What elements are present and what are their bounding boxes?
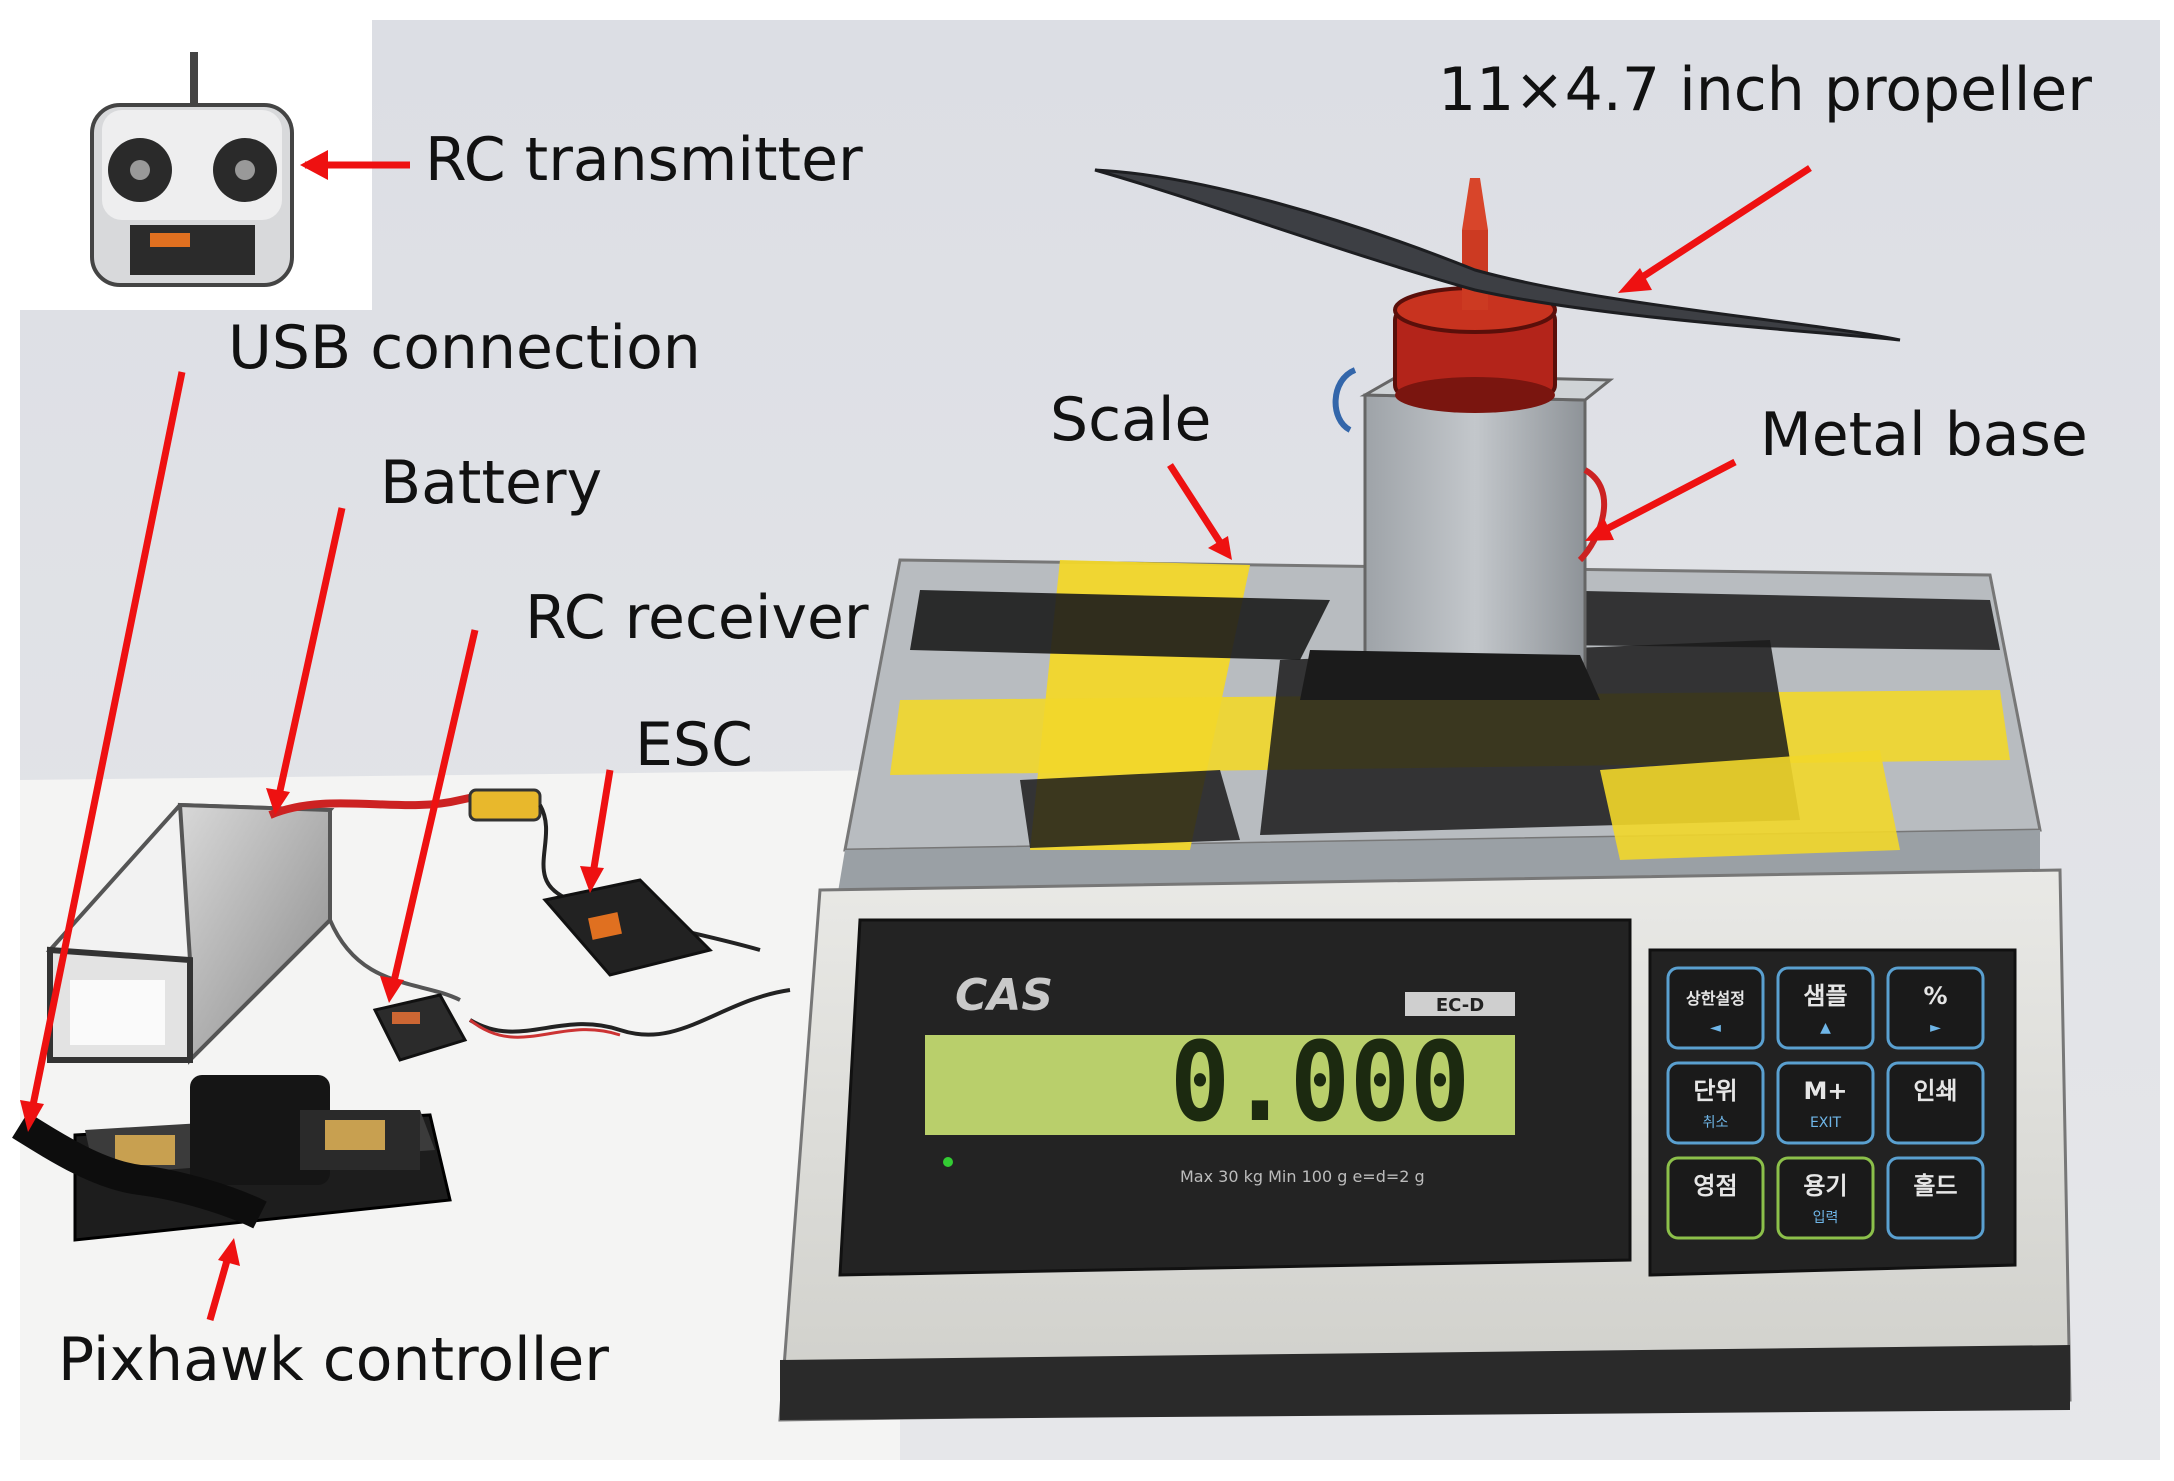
scale-key: 홀드 bbox=[1886, 1156, 1985, 1240]
scale-key-sublabel: 입력 bbox=[1813, 1210, 1839, 1226]
label-rc-receiver: RC receiver bbox=[525, 583, 869, 653]
scale-key-sublabel: 취소 bbox=[1703, 1115, 1729, 1131]
scale-key-sublabel: ◄ bbox=[1710, 1020, 1721, 1036]
arrow-esc bbox=[588, 769, 614, 881]
pixhawk-controller-unit bbox=[12, 1075, 452, 1242]
weighing-scale: 0.000 CAS EC-D Max 30 kg Min 100 g e=d=2… bbox=[778, 558, 2072, 1422]
scale-key: 영점 bbox=[1666, 1156, 1765, 1240]
lcd-readout: 0.000 bbox=[1170, 1018, 1470, 1146]
scale-key: %► bbox=[1886, 966, 1985, 1050]
arrow-scale bbox=[1167, 463, 1228, 552]
label-battery: Battery bbox=[380, 448, 603, 518]
scale-key-label: 인쇄 bbox=[1913, 1077, 1957, 1105]
scale-key-label: 용기 bbox=[1803, 1172, 1847, 1200]
scale-key: 상한설정 ◄ bbox=[1666, 966, 1765, 1050]
arrow-rc-receiver bbox=[388, 629, 479, 991]
propeller bbox=[1094, 168, 1901, 342]
scale-key: 인쇄 bbox=[1886, 1061, 1985, 1145]
rc-receiver-unit bbox=[372, 993, 468, 1062]
label-scale: Scale bbox=[1050, 385, 1212, 455]
label-pixhawk-controller: Pixhawk controller bbox=[58, 1325, 609, 1395]
scale-key-label: 영점 bbox=[1693, 1172, 1737, 1200]
arrow-propeller bbox=[1628, 165, 1812, 288]
scale-key-sublabel: ▲ bbox=[1820, 1020, 1831, 1036]
scale-spec-line: Max 30 kg Min 100 g e=d=2 g bbox=[1180, 1167, 1425, 1186]
scale-key-label: 단위 bbox=[1693, 1077, 1737, 1105]
label-metal-base: Metal base bbox=[1760, 400, 2088, 470]
scale-key-sublabel: EXIT bbox=[1810, 1115, 1842, 1131]
arrow-heads bbox=[20, 150, 1652, 1266]
label-usb-connection: USB connection bbox=[228, 313, 701, 383]
scale-key-label: % bbox=[1923, 982, 1947, 1010]
scale-model: EC-D bbox=[1436, 995, 1484, 1016]
arrow-metal-base bbox=[1593, 458, 1737, 539]
scale-key-label: 샘플 bbox=[1803, 982, 1847, 1010]
scale-brand: CAS bbox=[955, 970, 1053, 1021]
label-esc: ESC bbox=[635, 710, 753, 780]
label-propeller: 11×4.7 inch propeller bbox=[1438, 55, 2092, 125]
scale-key: 샘플 ▲ bbox=[1776, 966, 1875, 1050]
metal-base bbox=[1300, 367, 1615, 700]
label-rc-transmitter: RC transmitter bbox=[425, 125, 863, 195]
rc-transmitter-icon bbox=[90, 52, 294, 287]
scale-key-sublabel: ► bbox=[1930, 1020, 1941, 1036]
scale-key-label: M+ bbox=[1804, 1077, 1848, 1105]
arrow-battery bbox=[274, 507, 346, 801]
scale-key-label: 홀드 bbox=[1913, 1172, 1957, 1200]
battery bbox=[45, 788, 542, 1065]
esc-unit bbox=[542, 878, 713, 977]
scale-key: M+ EXIT bbox=[1776, 1061, 1875, 1145]
lcd-screen bbox=[925, 1035, 1515, 1135]
prop-nut bbox=[1462, 178, 1488, 230]
arrow-usb-connection bbox=[26, 371, 186, 1121]
scale-key-label: 상한설정 bbox=[1686, 989, 1745, 1008]
